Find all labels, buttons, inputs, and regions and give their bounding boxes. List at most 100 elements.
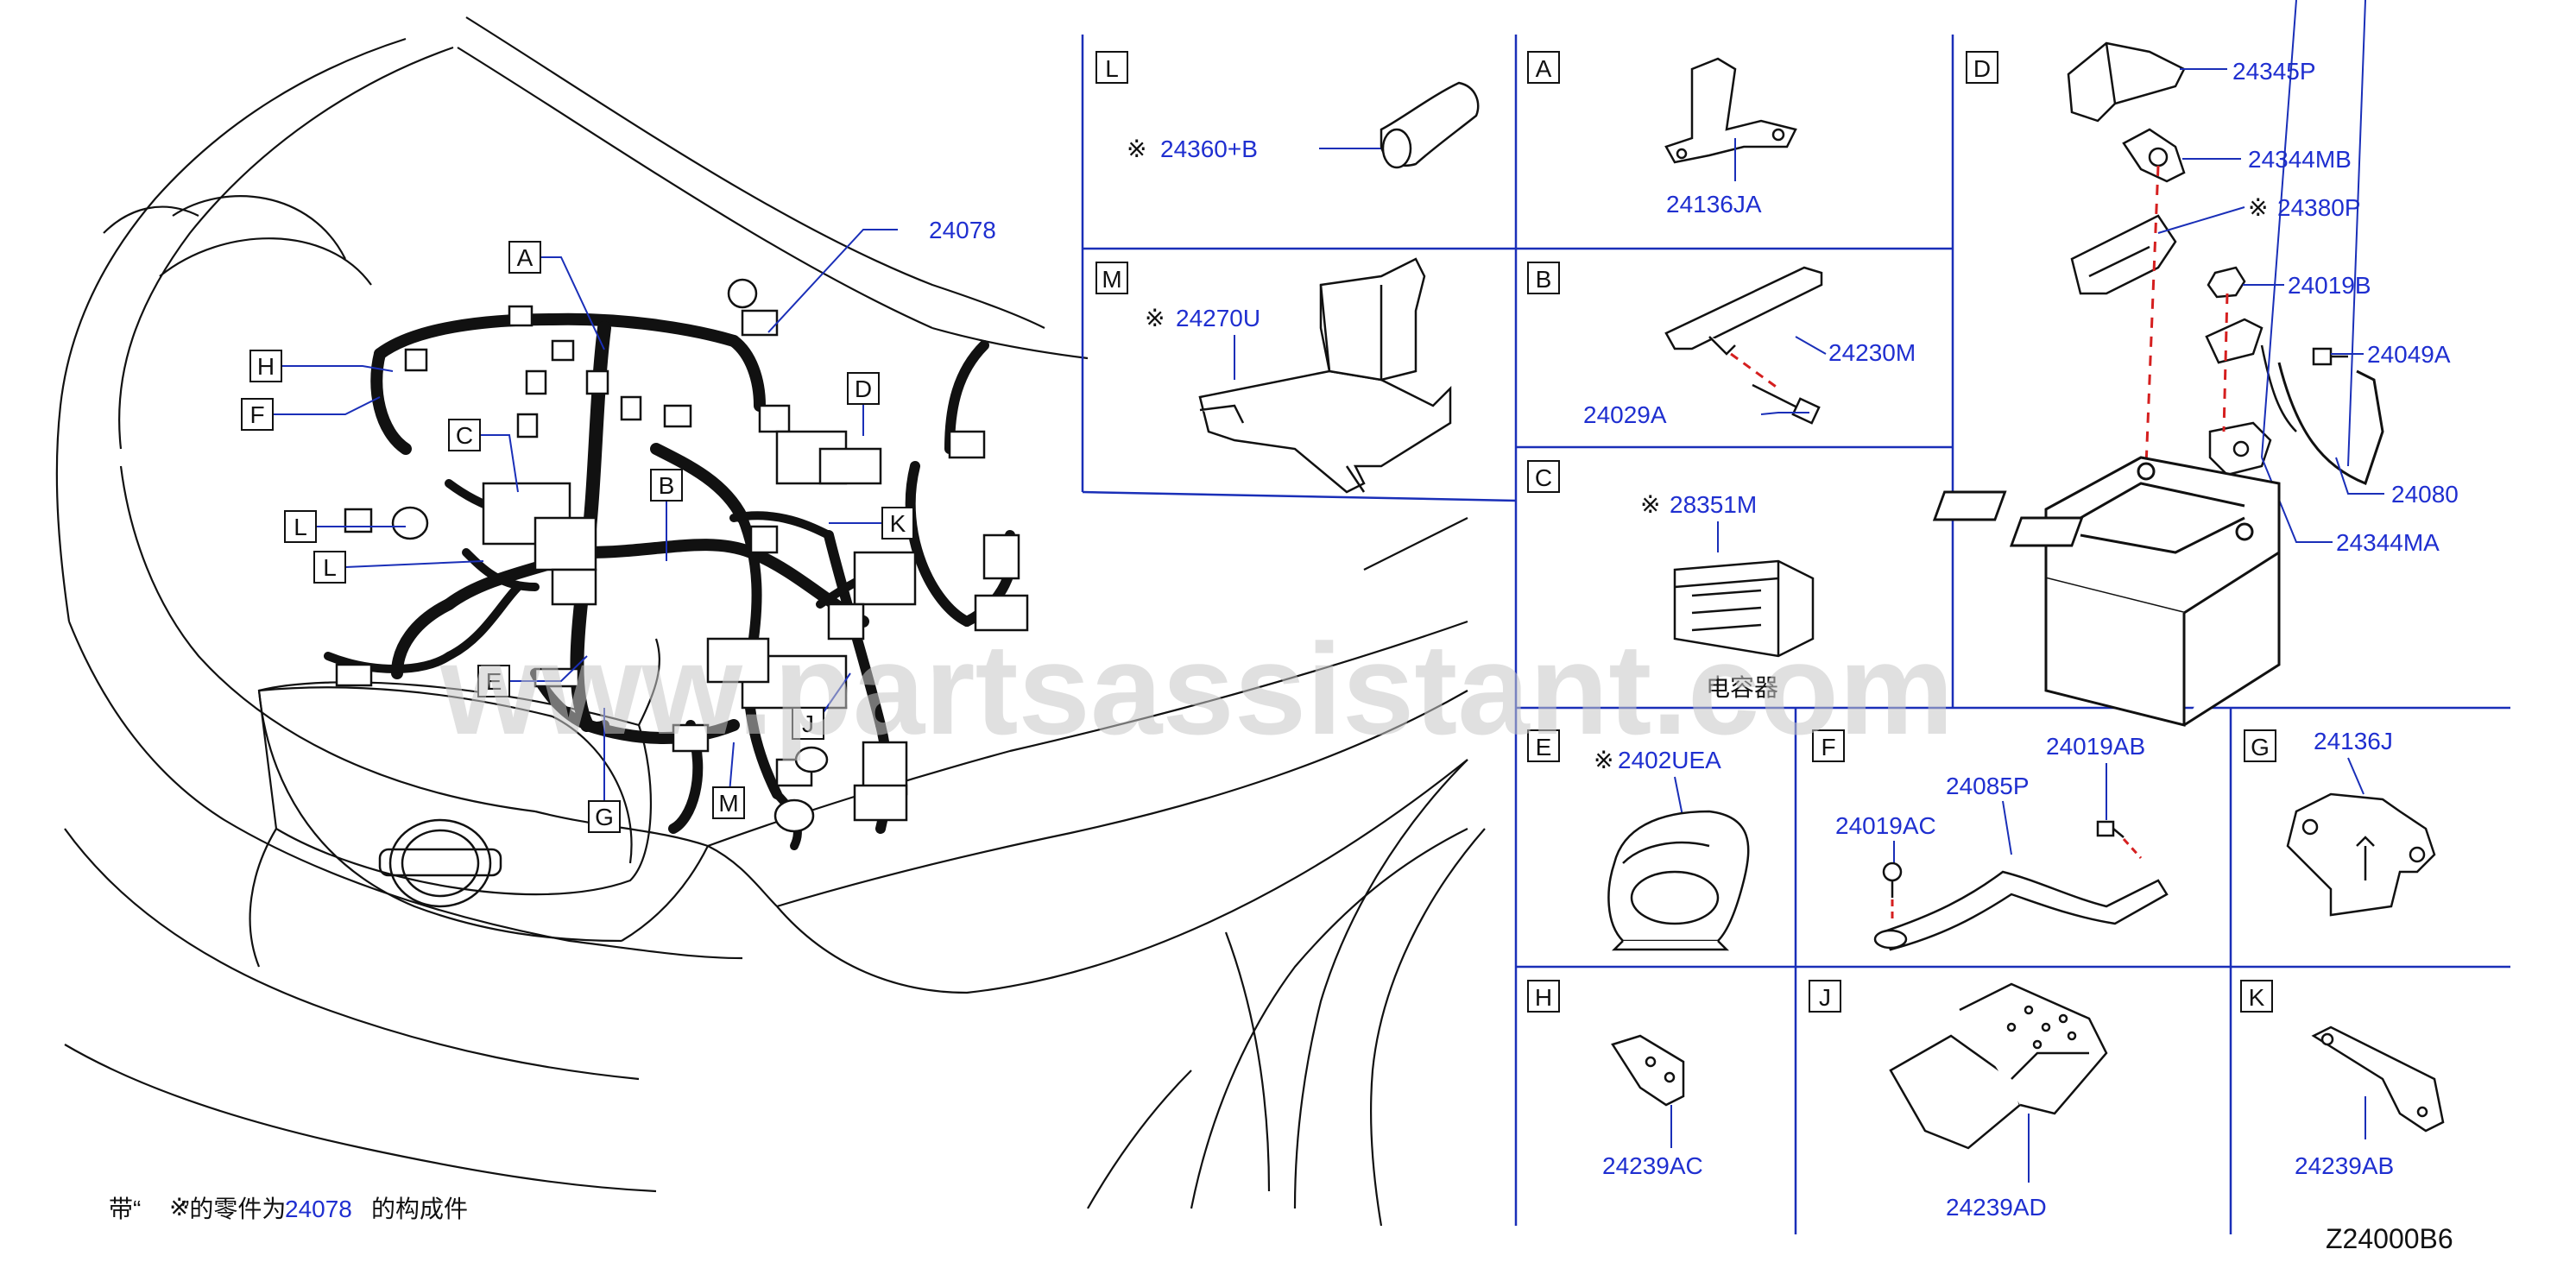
overview-tag-h: H: [257, 353, 275, 380]
panel-f: F 24085P 24019AB 24019AC: [1812, 729, 2169, 951]
part-number-24345p: 24345P: [2232, 58, 2316, 85]
ground-strap-icon: [1873, 870, 2169, 951]
overview-tag-g: G: [595, 804, 614, 830]
overview-tag-l-2: L: [323, 554, 337, 581]
overview-tag-m: M: [718, 790, 738, 817]
bracket-icon: [1664, 57, 1797, 164]
overview-tag-labels: A H F C L L B D K E J G M: [249, 244, 906, 830]
battery-cable-icon: [2277, 362, 2384, 485]
overview-tag-k: K: [890, 510, 906, 537]
battery-icon: [1932, 456, 2281, 727]
overview-tag-b: B: [659, 472, 675, 499]
panel-grid: [1081, 35, 2510, 1234]
part-number-24239ad: 24239AD: [1946, 1194, 2047, 1221]
footnote-prefix: 带“: [109, 1196, 141, 1222]
terminal-clamp-icon: [2122, 128, 2186, 183]
overview-tag-f: F: [249, 401, 264, 428]
panel-e: E ※ 2402UEA: [1527, 729, 1750, 951]
panel-e-tag: E: [1536, 734, 1552, 760]
footnote-part-number: 24078: [285, 1196, 352, 1222]
panel-a-tag: A: [1536, 55, 1552, 82]
terminal-cover-icon: [2067, 41, 2186, 123]
part-number-24029a: 24029A: [1583, 401, 1667, 428]
overview-tag-c: C: [456, 422, 473, 449]
part-number-24085p: 24085P: [1946, 773, 2030, 799]
bracket-k-icon: [2311, 1025, 2445, 1133]
diagram-code: Z24000B6: [2326, 1223, 2453, 1254]
part-number-24136j: 24136J: [2314, 728, 2393, 754]
part-number-24080: 24080: [2391, 481, 2459, 508]
panel-a: A 24136JA: [1527, 51, 1797, 218]
panel-g: G 24136J: [2244, 728, 2436, 917]
part-number-24380p: 24380P: [2277, 194, 2361, 221]
part-number-24078: 24078: [929, 217, 996, 243]
boot-cap-icon: [1380, 81, 1480, 169]
overview-tag-a: A: [517, 244, 534, 271]
bolt-f-icon: [1882, 820, 2125, 898]
part-number-24344ma: 24344MA: [2336, 529, 2440, 556]
part-number-2402uea: 2402UEA: [1618, 747, 1721, 773]
part-number-24019ac: 24019AC: [1835, 812, 1936, 839]
panel-k-tag: K: [2249, 984, 2265, 1011]
bracket-h-icon: [1611, 1034, 1685, 1107]
panel-l-mark: ※: [1127, 136, 1146, 162]
nut-icon: [2207, 266, 2246, 299]
part-number-24049a: 24049A: [2367, 341, 2451, 368]
panel-d-mark: ※: [2248, 194, 2268, 221]
part-number-24239ab: 24239AB: [2295, 1152, 2394, 1179]
bracket-b-icon: [1664, 266, 1823, 356]
panel-c-mark: ※: [1640, 491, 1660, 518]
vehicle-outline: [55, 16, 1486, 1227]
footnote: 带“ ※ ”的零件为 24078 的构成件: [109, 1194, 468, 1222]
panel-h-tag: H: [1535, 984, 1552, 1011]
panel-c-tag: C: [1535, 464, 1552, 491]
relay-holder-icon: [1607, 810, 1750, 951]
panel-e-mark: ※: [1594, 747, 1613, 773]
part-number-24019ab: 24019AB: [2046, 733, 2145, 760]
part-number-24019b: 24019B: [2288, 272, 2371, 299]
overview-tag-d: D: [855, 375, 872, 402]
bracket-j-icon: [1889, 982, 2108, 1150]
part-number-24344mb: 24344MB: [2248, 146, 2352, 173]
negative-clamp-icon: [2208, 421, 2272, 476]
overview-tag-j: J: [802, 710, 814, 737]
bracket-g-icon: [2286, 792, 2436, 917]
panel-l-tag: L: [1105, 55, 1119, 82]
panel-m-tag: M: [1102, 266, 1121, 293]
panel-f-tag: F: [1821, 734, 1835, 760]
panel-l: L ※ 24360+B: [1095, 51, 1480, 169]
panel-h: H 24239AC: [1527, 980, 1703, 1179]
overview-tag-l: L: [294, 514, 307, 540]
nissan-emblem-icon: [378, 818, 502, 908]
panel-d-tag: D: [1973, 55, 1991, 82]
overview-tag-boxes: [241, 241, 914, 833]
footnote-mark: ※: [169, 1194, 189, 1221]
overview-tag-e: E: [486, 668, 502, 695]
panel-b: B 24230M 24029A: [1527, 262, 1916, 428]
part-number-24239ac: 24239AC: [1602, 1152, 1703, 1179]
panel-k: K 24239AB: [2240, 980, 2445, 1179]
footnote-middle: ”的零件为: [181, 1196, 286, 1222]
panel-m: M ※ 24270U: [1095, 257, 1452, 494]
part-number-24230m: 24230M: [1828, 339, 1916, 366]
panel-j-tag: J: [1819, 984, 1831, 1011]
part-number-28351m: 28351M: [1670, 491, 1757, 518]
panel-c: C ※ 28351M 电容器: [1527, 460, 1815, 701]
part-number-24360b: 24360+B: [1160, 136, 1258, 162]
part-number-24270u: 24270U: [1176, 305, 1260, 331]
panel-m-mark: ※: [1145, 305, 1165, 331]
panel-b-tag: B: [1536, 266, 1552, 293]
ground-bracket-icon: [2205, 318, 2297, 432]
panel-d: D 24345P 24344MB ※ 24380P 24019B: [1932, 0, 2459, 727]
harness-connectors: [335, 278, 1029, 833]
small-bolt-icon: [2312, 347, 2348, 366]
panel-g-tag: G: [2251, 734, 2270, 760]
capacitor-caption: 电容器: [1706, 674, 1778, 701]
footnote-suffix: 的构成件: [371, 1196, 468, 1222]
bolt-icon: [1752, 383, 1821, 425]
capacitor-icon: [1673, 559, 1815, 658]
watermark: www.partsassistant.com: [439, 616, 1954, 761]
harness-protector-icon: [1198, 257, 1452, 494]
part-number-24136ja: 24136JA: [1666, 191, 1762, 218]
